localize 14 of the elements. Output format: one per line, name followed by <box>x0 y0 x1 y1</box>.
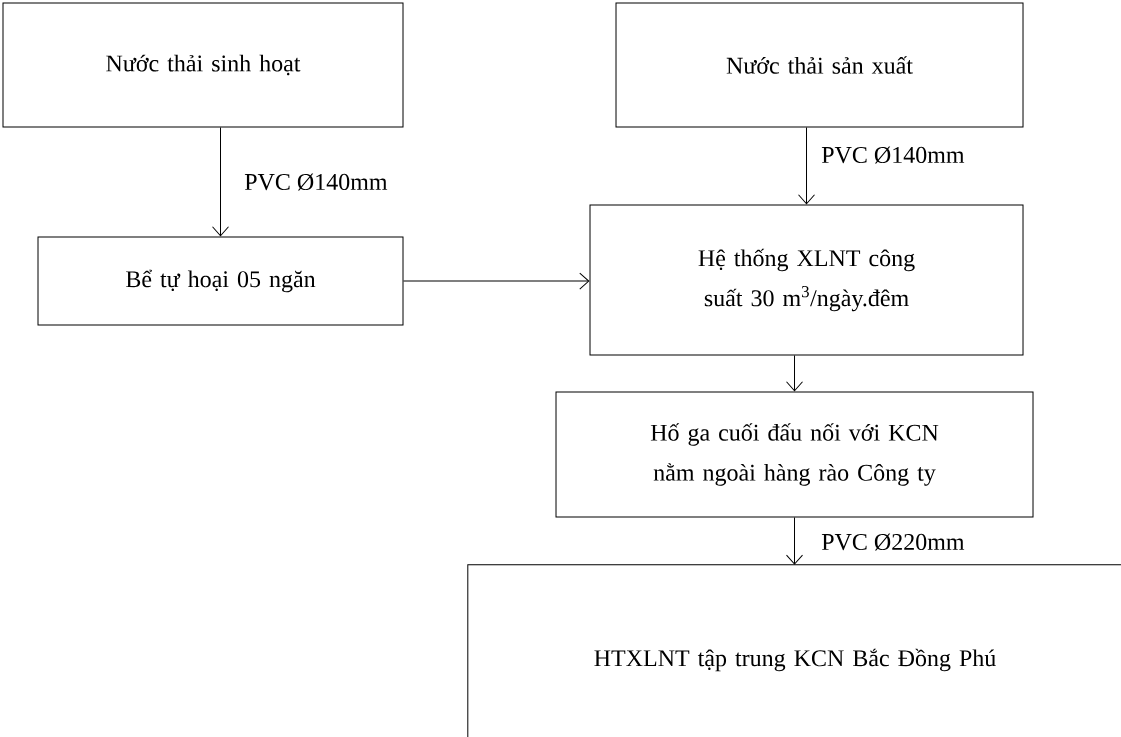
process-box: Hố ga cuối đấu nối với KCN nằm ngoài hàng rào Công ty <box>555 391 1034 518</box>
arrow <box>798 127 815 205</box>
arrow <box>403 272 590 290</box>
process-box: Nước thải sản xuất <box>615 2 1024 128</box>
arrow <box>786 517 803 565</box>
process-box: Hệ thống XLNT công suất 30 m$^{3}$/ngày.đêm <box>589 204 1024 356</box>
process-box: Nước thải sinh hoạt <box>2 2 404 128</box>
edge-label: PVC Ø220mm <box>820 532 966 552</box>
arrow <box>786 355 803 392</box>
arrow <box>212 127 229 237</box>
process-box: HTXLNT tập trung KCN Bắc Đồng Phú <box>467 564 1121 737</box>
process-box: Bể tự hoại 05 ngăn <box>37 236 404 326</box>
edge-label: PVC Ø140mm <box>243 172 389 192</box>
edge-label: PVC Ø140mm <box>820 145 966 165</box>
